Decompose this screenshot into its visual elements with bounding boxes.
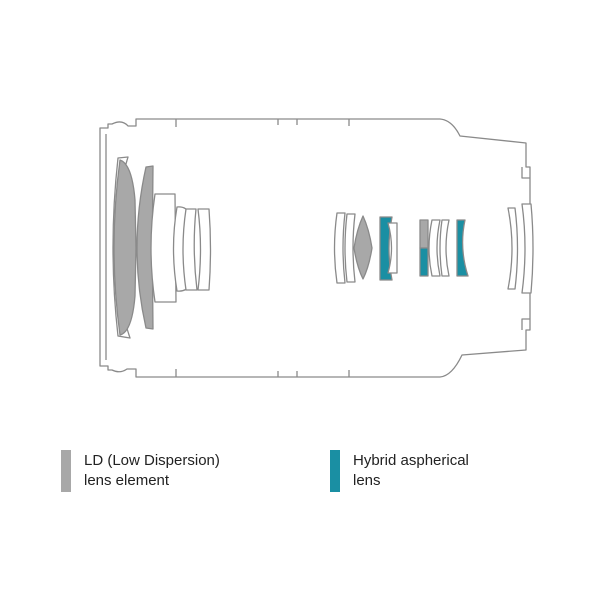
barrel-ring-tick (277, 371, 298, 377)
barrel-mount-step (521, 167, 530, 179)
hybrid-swatch (330, 450, 340, 492)
lens-element-front-6 (182, 208, 198, 291)
barrel-mount-step (521, 318, 530, 330)
hybrid-label-line1: Hybrid aspherical (353, 452, 469, 469)
lens-element-middle-5 (387, 222, 398, 274)
ld-label-line2: lens element (84, 472, 170, 489)
legend-hybrid: Hybrid aspherical lens (330, 450, 469, 492)
lens-element-middle-1 (333, 212, 346, 284)
lens-element-middle-10-hybrid (456, 219, 469, 277)
lens-element-middle-3-ld (353, 215, 373, 280)
lens-element-middle-4-hybrid (379, 216, 393, 281)
lens-element-rear-1 (507, 207, 519, 290)
lens-element-middle-2 (344, 213, 356, 283)
ld-swatch (61, 450, 71, 492)
lens-element-middle-6-ld (419, 219, 429, 249)
lens-element-front-4 (150, 193, 177, 303)
legend-ld: LD (Low Dispersion) lens element (61, 450, 220, 492)
lens-element-rear-2 (521, 203, 534, 294)
barrel-ring-tick (277, 119, 298, 125)
hybrid-label: Hybrid aspherical lens (353, 451, 469, 491)
lens-barrel-outline (99, 118, 531, 378)
lens-element-middle-9 (439, 219, 450, 277)
ld-label-line1: LD (Low Dispersion) (84, 452, 220, 469)
ld-label: LD (Low Dispersion) lens element (84, 451, 220, 491)
lens-element-middle-8 (428, 219, 441, 277)
lens-element-front-2-ld (113, 159, 137, 336)
hybrid-label-line2: lens (353, 472, 381, 489)
lens-element-middle-7-hybrid (419, 247, 429, 277)
lens-element-front-7 (197, 208, 212, 291)
